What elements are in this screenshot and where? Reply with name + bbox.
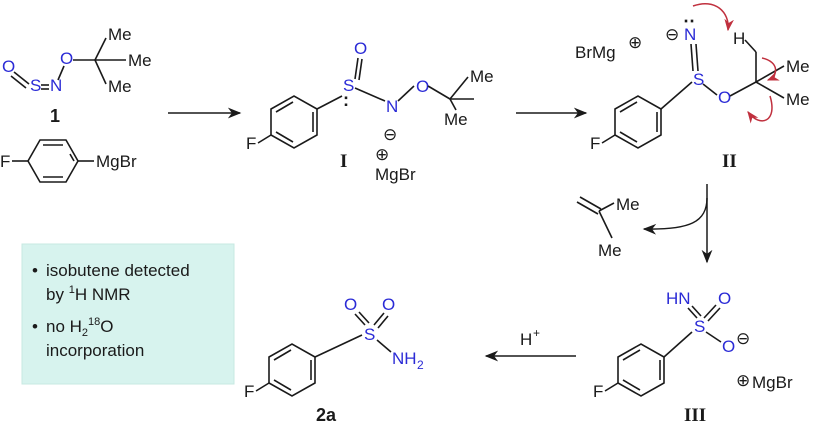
atom-O: O: [722, 337, 735, 356]
note-line: incorporation: [46, 341, 144, 360]
atom-F: F: [590, 134, 600, 153]
subscript: 2: [82, 327, 88, 339]
atom-O: O: [60, 49, 73, 68]
note-background: [21, 243, 235, 385]
methyl: Me: [470, 67, 494, 86]
methyl: Me: [108, 77, 132, 96]
atom-S: S: [30, 76, 41, 95]
bullet: •: [32, 261, 38, 280]
atom-O: O: [354, 39, 367, 58]
intermediate-label: III: [684, 405, 706, 425]
atom-O: O: [344, 295, 357, 314]
bonds: [601, 39, 785, 149]
atom-F: F: [593, 382, 603, 401]
curly-arrows: [692, 3, 780, 124]
bonds: [354, 57, 474, 111]
note-text: no H: [46, 317, 82, 336]
atom-O: O: [416, 77, 429, 96]
elimination-step: Me Me: [576, 184, 713, 264]
atom-F: F: [246, 134, 256, 153]
compound-number: 2a: [316, 405, 337, 425]
magnesium-bromide: MgBr: [752, 373, 793, 392]
intermediate-label: II: [722, 151, 737, 172]
atom-F: F: [0, 152, 10, 171]
superscript: 1: [69, 284, 75, 296]
positive-charge: ⊕: [736, 371, 750, 390]
note-line: no H218O: [46, 316, 114, 339]
product-2a: O O S NH 2 F 2a: [244, 295, 424, 425]
intermediate-label: I: [340, 151, 347, 172]
methyl: Me: [598, 241, 622, 260]
negative-charge: ⊖: [736, 329, 750, 348]
proton-H: H: [520, 330, 532, 349]
positive-charge: ⊕: [375, 145, 389, 164]
compound-1: O S N O Me Me Me 1: [2, 25, 152, 126]
methyl: Me: [108, 25, 132, 44]
methyl: Me: [444, 110, 468, 129]
magnesium-bromide: BrMg: [575, 43, 616, 62]
superscript: 18: [88, 316, 100, 328]
note-text: by: [46, 285, 69, 304]
methyl: Me: [128, 51, 152, 70]
benzene-ring: [257, 95, 343, 149]
lone-pair: :: [343, 90, 349, 110]
note-line: isobutene detected: [46, 261, 190, 280]
atom-N: N: [50, 76, 62, 95]
note-text: O: [100, 317, 113, 336]
atom-F: F: [244, 382, 254, 401]
methyl: Me: [786, 90, 810, 109]
bonds: [255, 311, 392, 397]
methyl: Me: [786, 57, 810, 76]
observations-note: • isobutene detected by 1H NMR • no H218…: [21, 243, 235, 385]
benzene-ring: [12, 139, 94, 183]
note-text: H NMR: [75, 285, 131, 304]
intermediate-I: F S : O N O Me Me ⊖ ⊕ MgBr I: [246, 39, 494, 184]
lone-pair: ‥: [683, 6, 695, 26]
atom-H: H: [733, 29, 745, 48]
intermediate-III: HN O S O ⊖ F ⊕ MgBr III: [593, 289, 793, 425]
magnesium-bromide: MgBr: [375, 165, 416, 184]
atom-O: O: [382, 295, 395, 314]
bullet: •: [32, 317, 38, 336]
amine-NH2: NH: [392, 349, 417, 368]
bonds: [604, 304, 722, 397]
atom-O: O: [718, 289, 731, 308]
atom-S: S: [693, 70, 704, 89]
atom-S: S: [364, 325, 375, 344]
negative-charge: ⊖: [383, 125, 397, 144]
proton-plus: +: [533, 326, 540, 340]
atom-N: N: [386, 97, 398, 116]
compound-number: 1: [50, 106, 60, 126]
atom-N: N: [684, 25, 696, 44]
aryl-grignard: F MgBr: [0, 139, 137, 183]
atom-S: S: [694, 317, 705, 336]
byproduct-arrow: [642, 197, 708, 235]
methyl: Me: [616, 195, 640, 214]
isobutene: [576, 196, 615, 239]
imine-NH: HN: [666, 289, 691, 308]
atom-S: S: [343, 76, 354, 95]
positive-charge: ⊕: [628, 33, 642, 52]
subscript-2: 2: [417, 358, 424, 372]
intermediate-II: BrMg ⊕ ⊖ ‥ N S O H Me Me F: [575, 3, 810, 172]
magnesium-bromide: MgBr: [96, 152, 137, 171]
negative-charge: ⊖: [665, 25, 679, 44]
atom-O: O: [718, 88, 731, 107]
atom-O: O: [2, 57, 15, 76]
note-line: by 1H NMR: [46, 284, 131, 304]
bonds: [10, 37, 126, 90]
